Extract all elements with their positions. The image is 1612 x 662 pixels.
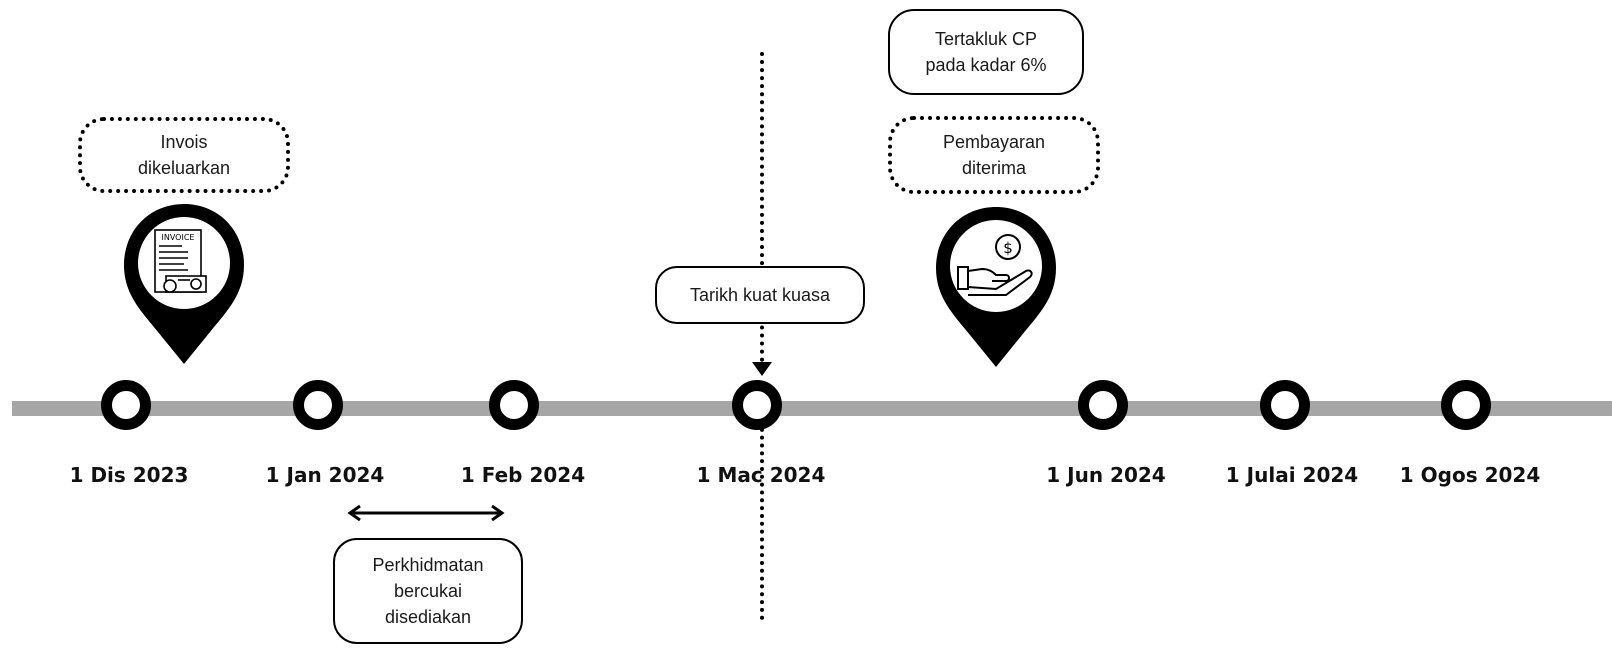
service-callout-line-1: Perkhidmatan [372, 555, 484, 575]
service-period-double-arrow [347, 504, 505, 522]
tax-rate-callout: Tertakluk CP pada kadar 6% [888, 9, 1084, 95]
timeline-node-jul-2024 [1260, 380, 1310, 430]
tax-callout-line-2: pada kadar 6% [925, 55, 1047, 75]
effective-date-arrowhead [752, 362, 772, 376]
timeline-node-dec-2023 [101, 380, 151, 430]
invoice-callout-line-2: dikeluarkan [137, 158, 231, 178]
payment-callout-line-1: Pembayaran [942, 132, 1046, 152]
timeline-node-jan-2024 [293, 380, 343, 430]
service-callout-line-3: disediakan [384, 607, 472, 627]
date-label-jun-2024: 1 Jun 2024 [1046, 463, 1166, 487]
timeline-node-aug-2024 [1441, 380, 1491, 430]
date-label-jan-2024: 1 Jan 2024 [265, 463, 385, 487]
payment-received-callout: Pembayaran diterima [888, 116, 1100, 194]
effective-date-line-bottom [760, 420, 764, 620]
tax-callout-line-1: Tertakluk CP [934, 29, 1038, 49]
effective-date-label: Tarikh kuat kuasa [689, 285, 831, 305]
effective-date-callout: Tarikh kuat kuasa [655, 266, 865, 324]
invoice-document-icon: INVOICE [154, 229, 207, 293]
date-label-feb-2024: 1 Feb 2024 [460, 463, 586, 487]
coin-dollar-symbol: $ [1003, 239, 1013, 257]
payment-map-pin-icon: $ [936, 207, 1056, 367]
timeline-track [12, 401, 1612, 416]
timeline-node-mar-2024 [732, 380, 782, 430]
date-label-dec-2023: 1 Dis 2023 [69, 463, 189, 487]
invoice-callout-line-1: Invois [160, 132, 208, 152]
effective-date-line-top [760, 52, 764, 362]
timeline-node-feb-2024 [489, 380, 539, 430]
invoice-issued-callout: Invois dikeluarkan [78, 117, 290, 193]
timeline-node-jun-2024 [1078, 380, 1128, 430]
invoice-map-pin-icon: INVOICE [124, 204, 244, 364]
payment-callout-line-2: diterima [961, 158, 1027, 178]
service-provided-callout: Perkhidmatan bercukai disediakan [333, 538, 523, 644]
date-label-aug-2024: 1 Ogos 2024 [1399, 463, 1541, 487]
service-callout-line-2: bercukai [393, 581, 463, 601]
invoice-word: INVOICE [162, 233, 195, 242]
hand-receiving-coin-icon: $ [957, 234, 1033, 296]
date-label-mar-2024: 1 Mac 2024 [696, 463, 826, 487]
date-label-jul-2024: 1 Julai 2024 [1225, 463, 1359, 487]
